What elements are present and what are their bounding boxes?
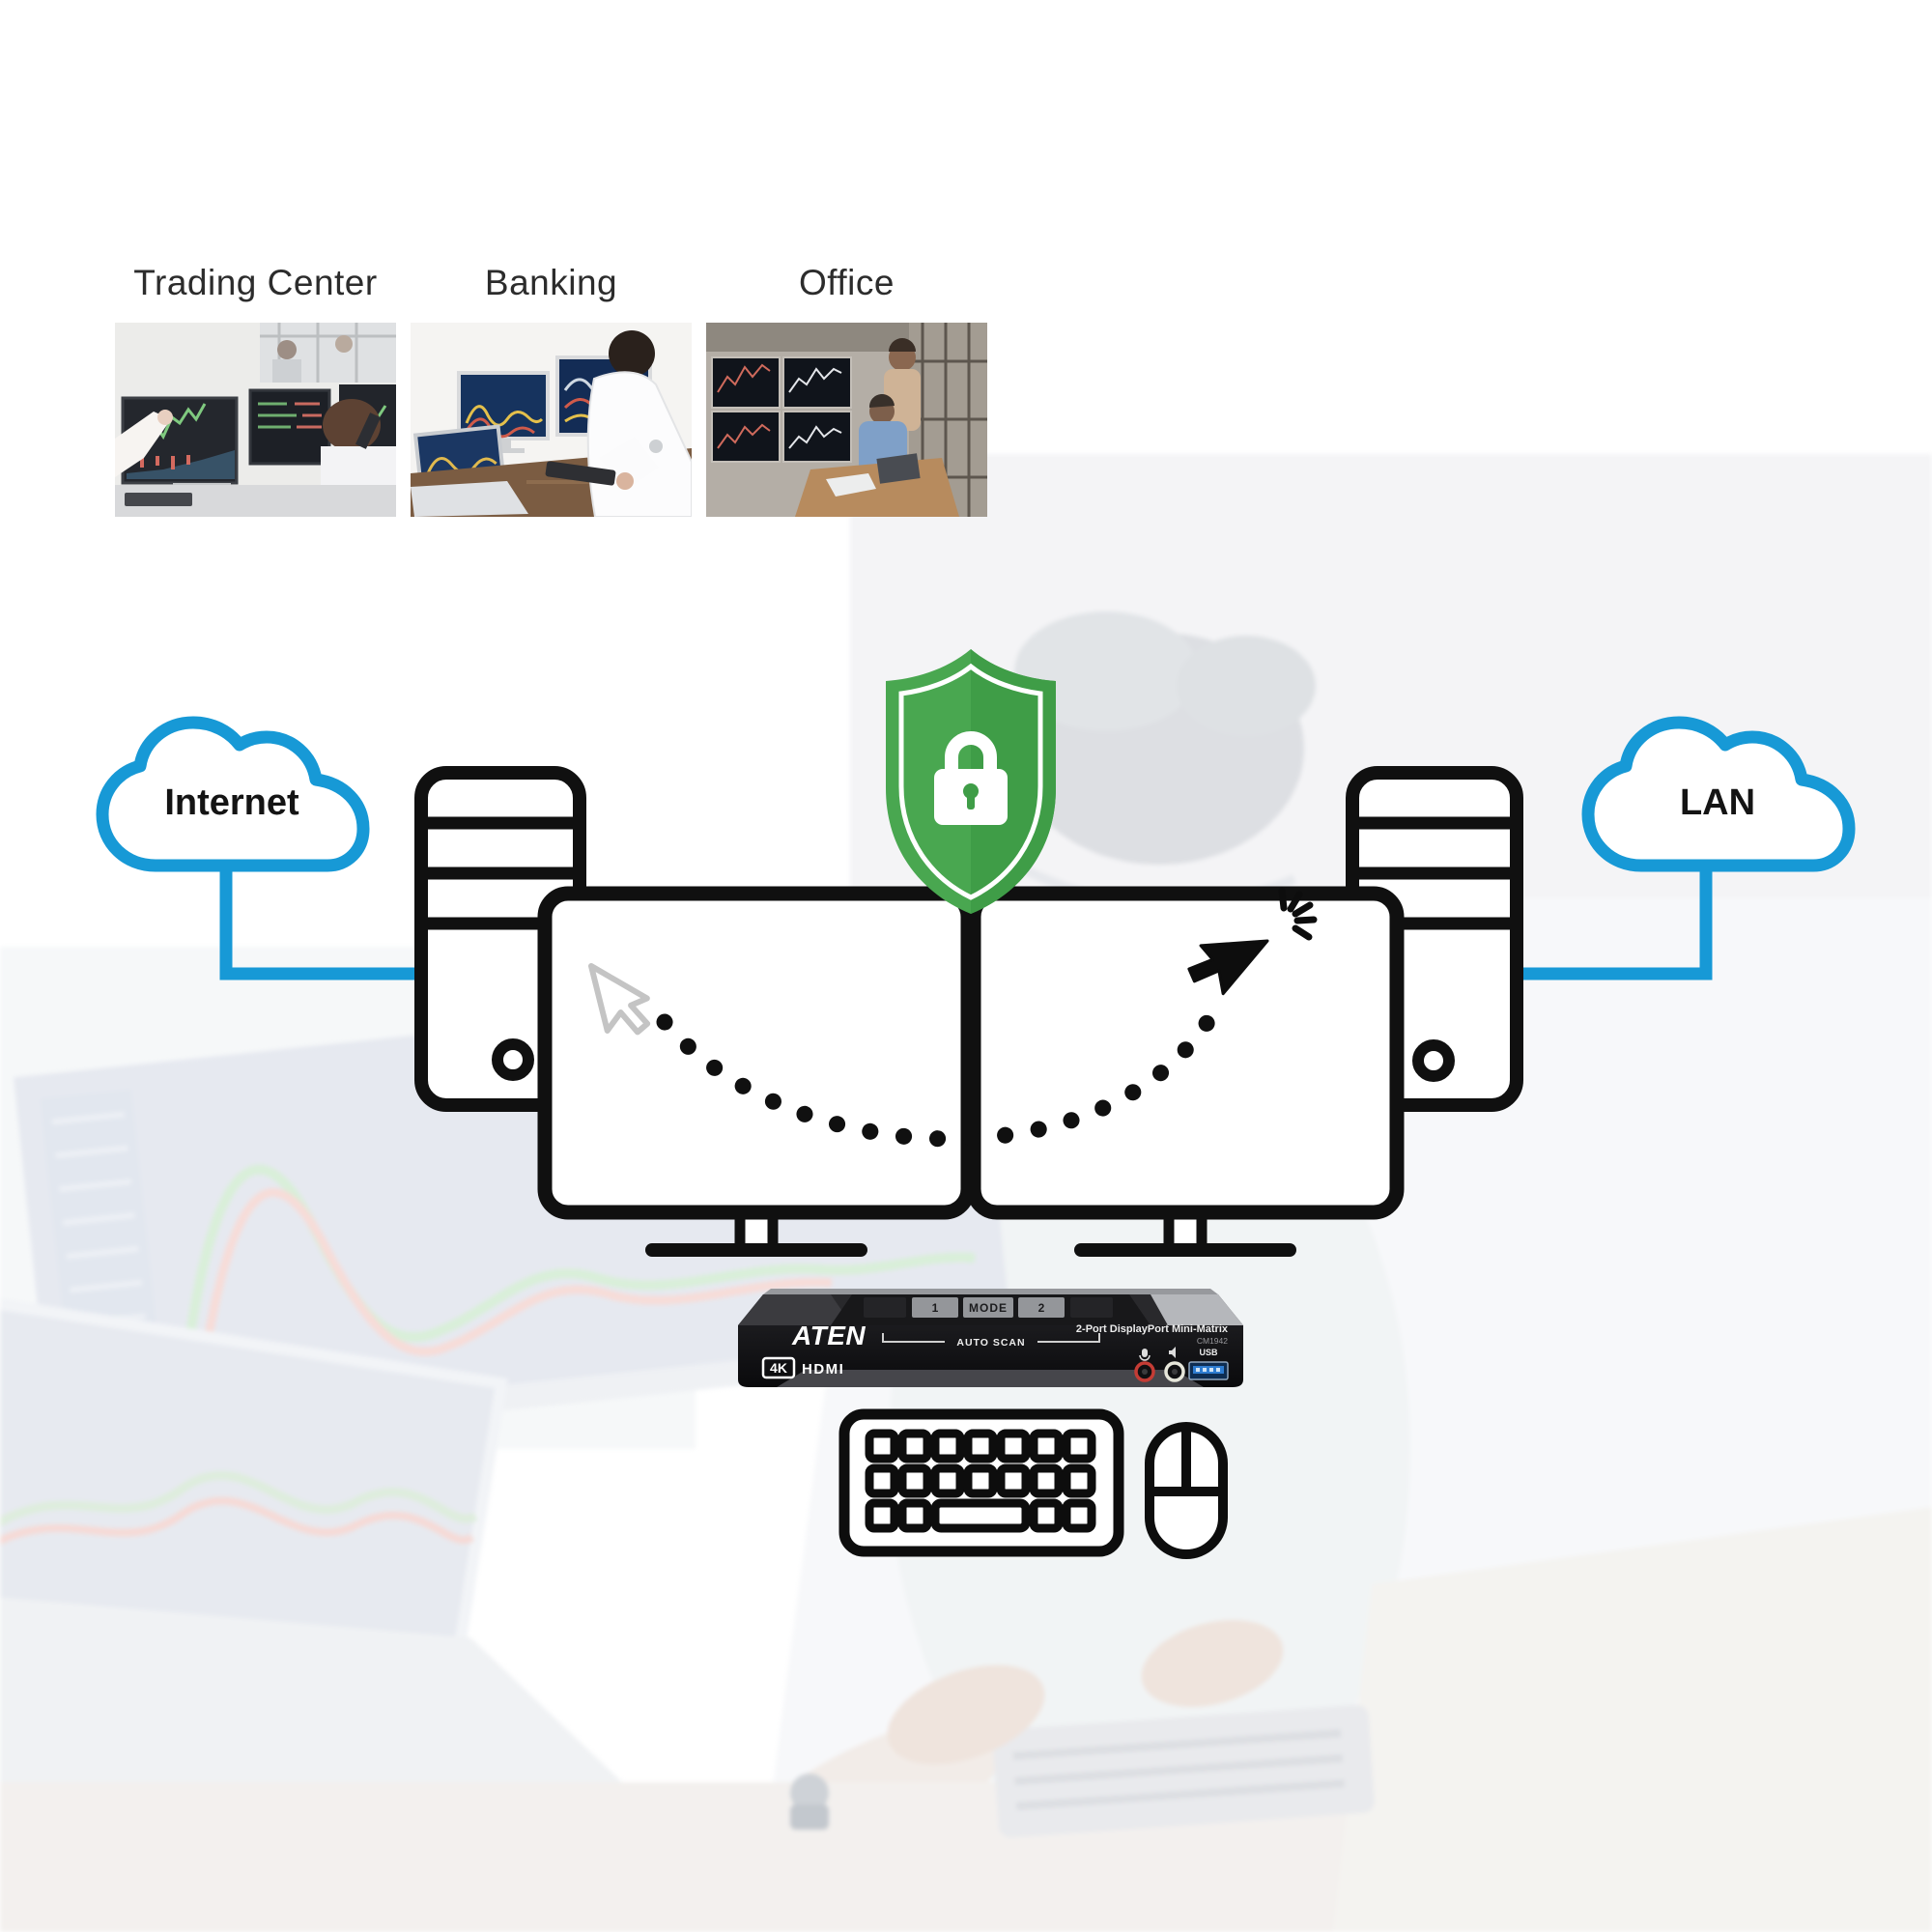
port-1-button-label: 1 — [932, 1301, 939, 1315]
power-button-icon — [492, 1038, 534, 1081]
badge-hdmi-label: HDMI — [802, 1361, 844, 1378]
badge-4k-box — [761, 1356, 796, 1379]
photo-banking — [411, 323, 692, 517]
photo-label-trading-center: Trading Center — [133, 263, 378, 302]
auto-scan-label: AUTO SCAN — [956, 1337, 1025, 1349]
speaker-icon — [1169, 1347, 1176, 1358]
device-buttons: 1 MODE 2 — [864, 1297, 1113, 1318]
power-button-icon — [1412, 1039, 1455, 1082]
port-2-button — [1018, 1297, 1065, 1318]
usb-label: USB — [1199, 1348, 1218, 1357]
internet-connection-line — [219, 860, 428, 980]
device-ports: USB — [1134, 1347, 1229, 1382]
background-keyboard — [992, 1704, 1375, 1838]
mic-icon — [1142, 1349, 1148, 1357]
photo-trading-center-image — [115, 323, 396, 517]
lan-cloud-icon: LAN — [1581, 716, 1856, 872]
monitor-left-icon — [537, 886, 976, 1220]
product-name: 2-Port DisplayPort Mini-Matrix — [1076, 1323, 1229, 1335]
photo-trading-center — [115, 323, 396, 517]
auto-scan-bracket — [882, 1333, 1100, 1343]
spacebar-key — [930, 1498, 1031, 1533]
mouse-icon — [1145, 1422, 1228, 1559]
kvm-switch-device: 1 MODE 2 AUTO SCAN ATEN 4K HDMI 2-Port D… — [738, 1289, 1243, 1387]
lock-icon — [934, 731, 1008, 825]
click-burst-icon — [1278, 887, 1318, 941]
photo-label-banking: Banking — [484, 263, 618, 302]
photo-office-image — [706, 323, 987, 517]
shield-lock-icon — [886, 649, 1056, 914]
badge-4k-label: 4K — [770, 1360, 787, 1376]
internet-cloud-label: Internet — [164, 782, 299, 823]
cursor-path-dots — [656, 994, 1228, 1148]
model-number: CM1942 — [1197, 1336, 1228, 1346]
photo-office — [706, 323, 987, 517]
aten-logo: ATEN — [791, 1321, 866, 1350]
port-2-button-label: 2 — [1038, 1301, 1045, 1315]
port-1-button — [912, 1297, 958, 1318]
keyboard-icon — [838, 1408, 1124, 1557]
mode-button — [963, 1297, 1013, 1318]
photo-label-office: Office — [799, 263, 895, 302]
lan-connection-line — [1510, 860, 1713, 980]
background-watch — [790, 1774, 829, 1812]
cursor-source-icon — [588, 963, 651, 1036]
photo-banking-image — [411, 323, 692, 517]
cursor-click-icon — [1187, 887, 1318, 996]
mode-button-label: MODE — [969, 1301, 1008, 1315]
internet-cloud-icon: Internet — [96, 716, 370, 872]
lan-cloud-label: LAN — [1680, 782, 1755, 823]
